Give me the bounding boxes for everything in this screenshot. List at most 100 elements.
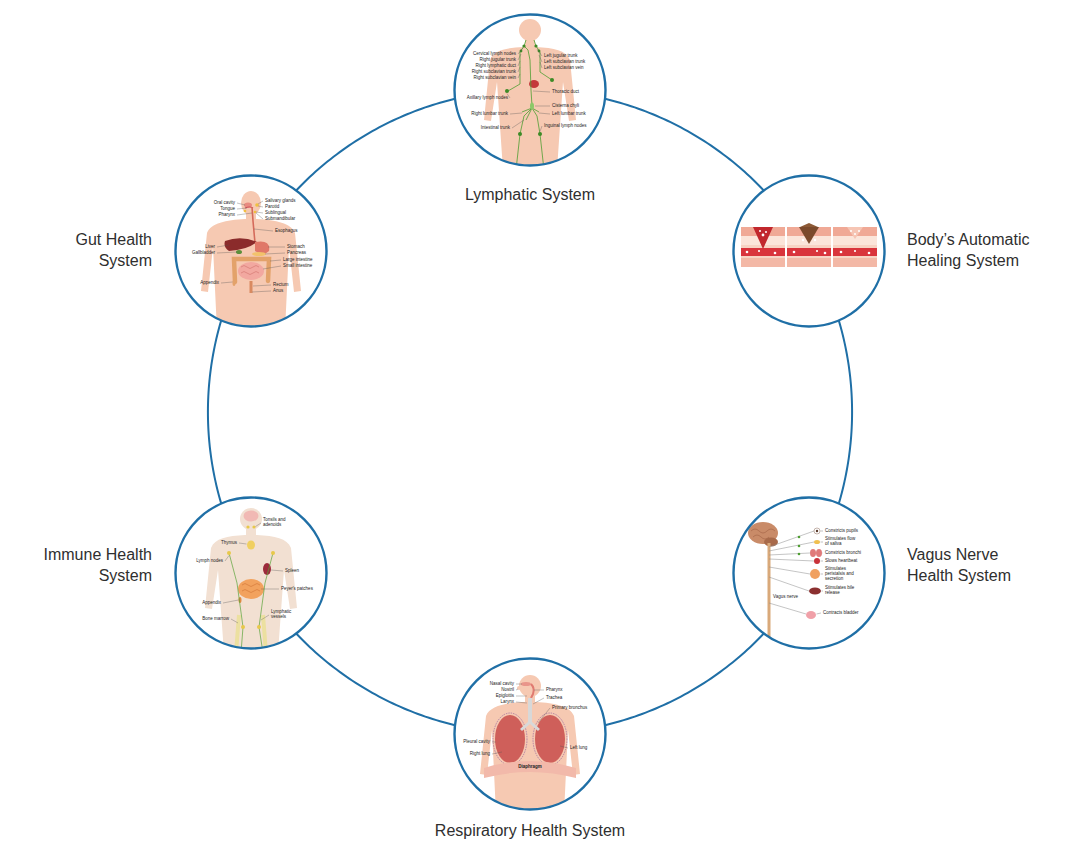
node-circle-frame [732, 174, 886, 328]
lymphatic-figure [522, 44, 525, 47]
part-label: Peyer's patches [281, 587, 313, 592]
part-label: Right lumbar trunk [471, 112, 508, 117]
vagus-figure [817, 613, 822, 614]
skin-panels [741, 258, 785, 267]
part-label: Thymus [221, 541, 237, 546]
vagus-figure [814, 558, 820, 564]
skin-panels [746, 251, 749, 254]
part-label: Left jugular trunk [544, 54, 578, 59]
lymphatic-figure [519, 19, 541, 41]
immune-figure [257, 625, 261, 629]
vagus-figure [816, 530, 818, 532]
skin-panels [854, 250, 856, 252]
part-label: Left lung [570, 746, 587, 751]
immune-figure [223, 523, 283, 623]
part-label: Right subclavian trunk [472, 70, 516, 75]
immune-figure [231, 619, 238, 623]
part-label: Constricts pupils [825, 529, 858, 534]
respiratory-figure [531, 684, 534, 698]
respiratory-figure [534, 690, 544, 691]
node-circle [455, 659, 606, 810]
gut-figure [241, 266, 259, 275]
ring-arc [839, 320, 852, 503]
gut-figure [268, 247, 285, 248]
part-label: Constricts bronchi [825, 551, 861, 556]
immune-figure [223, 600, 239, 603]
vagus-figure [809, 588, 821, 595]
lymphatic-figure [518, 54, 521, 60]
part-label: Gallbladder [192, 251, 215, 256]
lymphatic-figure [510, 113, 522, 114]
vagus-figure [821, 531, 824, 532]
skin-panels [765, 231, 767, 233]
gut-figure [265, 253, 285, 254]
lymphatic-figure [550, 78, 554, 82]
respiratory-figure [492, 684, 568, 754]
gut-figure [256, 212, 263, 213]
vagus-figure [810, 569, 820, 579]
vagus-figure [769, 603, 806, 614]
vagus-figure [821, 542, 824, 543]
vagus-figure [798, 536, 801, 539]
skin-panels [787, 223, 831, 267]
respiratory-figure [516, 696, 527, 697]
part-label: Large intestine [283, 258, 313, 263]
vagus-figure [769, 553, 810, 555]
vagus-figure [814, 540, 820, 544]
vagus-figure [810, 549, 816, 557]
respiratory-figure [517, 686, 521, 690]
skin-panels [787, 227, 831, 267]
lymphatic-figure [539, 55, 542, 62]
system-label: Gut Health System [42, 230, 152, 272]
gut-figure [217, 252, 237, 253]
immune-figure [241, 625, 245, 629]
part-label: Primary bronchus [552, 706, 587, 711]
ring-arc [296, 99, 455, 191]
system-node: Lymphatic System [453, 13, 607, 167]
vagus-figure [769, 577, 809, 591]
node-circle [455, 15, 606, 166]
part-label: Submandibular [265, 217, 295, 222]
system-label-group: Gut Health System [42, 230, 152, 272]
system-label: Body’s Automatic Healing System [907, 230, 1052, 272]
vagus-figure [798, 553, 801, 556]
node-circle-frame [453, 657, 607, 811]
respiratory-figure [484, 761, 576, 778]
gut-figure [217, 201, 285, 292]
lymphatic-figure [530, 103, 534, 110]
skin-panels [824, 252, 827, 255]
system-label-group: Immune Health System [12, 545, 152, 587]
lymphatic-illustration [453, 13, 607, 170]
lymphatic-figure [520, 50, 523, 53]
part-label: Liver [205, 245, 215, 250]
immune-figure [238, 579, 264, 599]
vagus-figure [822, 553, 824, 554]
immune-figure [256, 523, 262, 527]
part-label: Tongue [220, 207, 235, 212]
part-label: Bone marrow [202, 617, 229, 622]
gut-figure [234, 259, 269, 282]
skin-panels [787, 248, 831, 256]
immune-figure [271, 551, 275, 555]
respiratory-figure [528, 698, 532, 722]
part-label: Appendix [200, 281, 219, 286]
skin-panels [753, 227, 773, 249]
lymphatic-figure [533, 91, 550, 92]
skin-panels [833, 248, 877, 256]
part-label: Larynx [500, 700, 514, 705]
gut-figure [256, 213, 263, 219]
respiratory-figure [516, 702, 527, 703]
gut-figure [233, 280, 236, 286]
respiratory-illustration [453, 657, 607, 814]
immune-figure [242, 584, 260, 593]
skin-panels [814, 239, 816, 241]
part-label: Vagus nerve [773, 595, 798, 600]
gut-illustration [174, 174, 328, 331]
part-label: Small intestine [283, 264, 312, 269]
part-label: Stimulates bile release [825, 586, 861, 596]
part-label: Sublingual [265, 211, 286, 216]
part-label: Parotid [265, 205, 279, 210]
ring-arc [208, 320, 221, 503]
vagus-figure [748, 522, 823, 643]
wound-healing-illustration [732, 174, 886, 328]
